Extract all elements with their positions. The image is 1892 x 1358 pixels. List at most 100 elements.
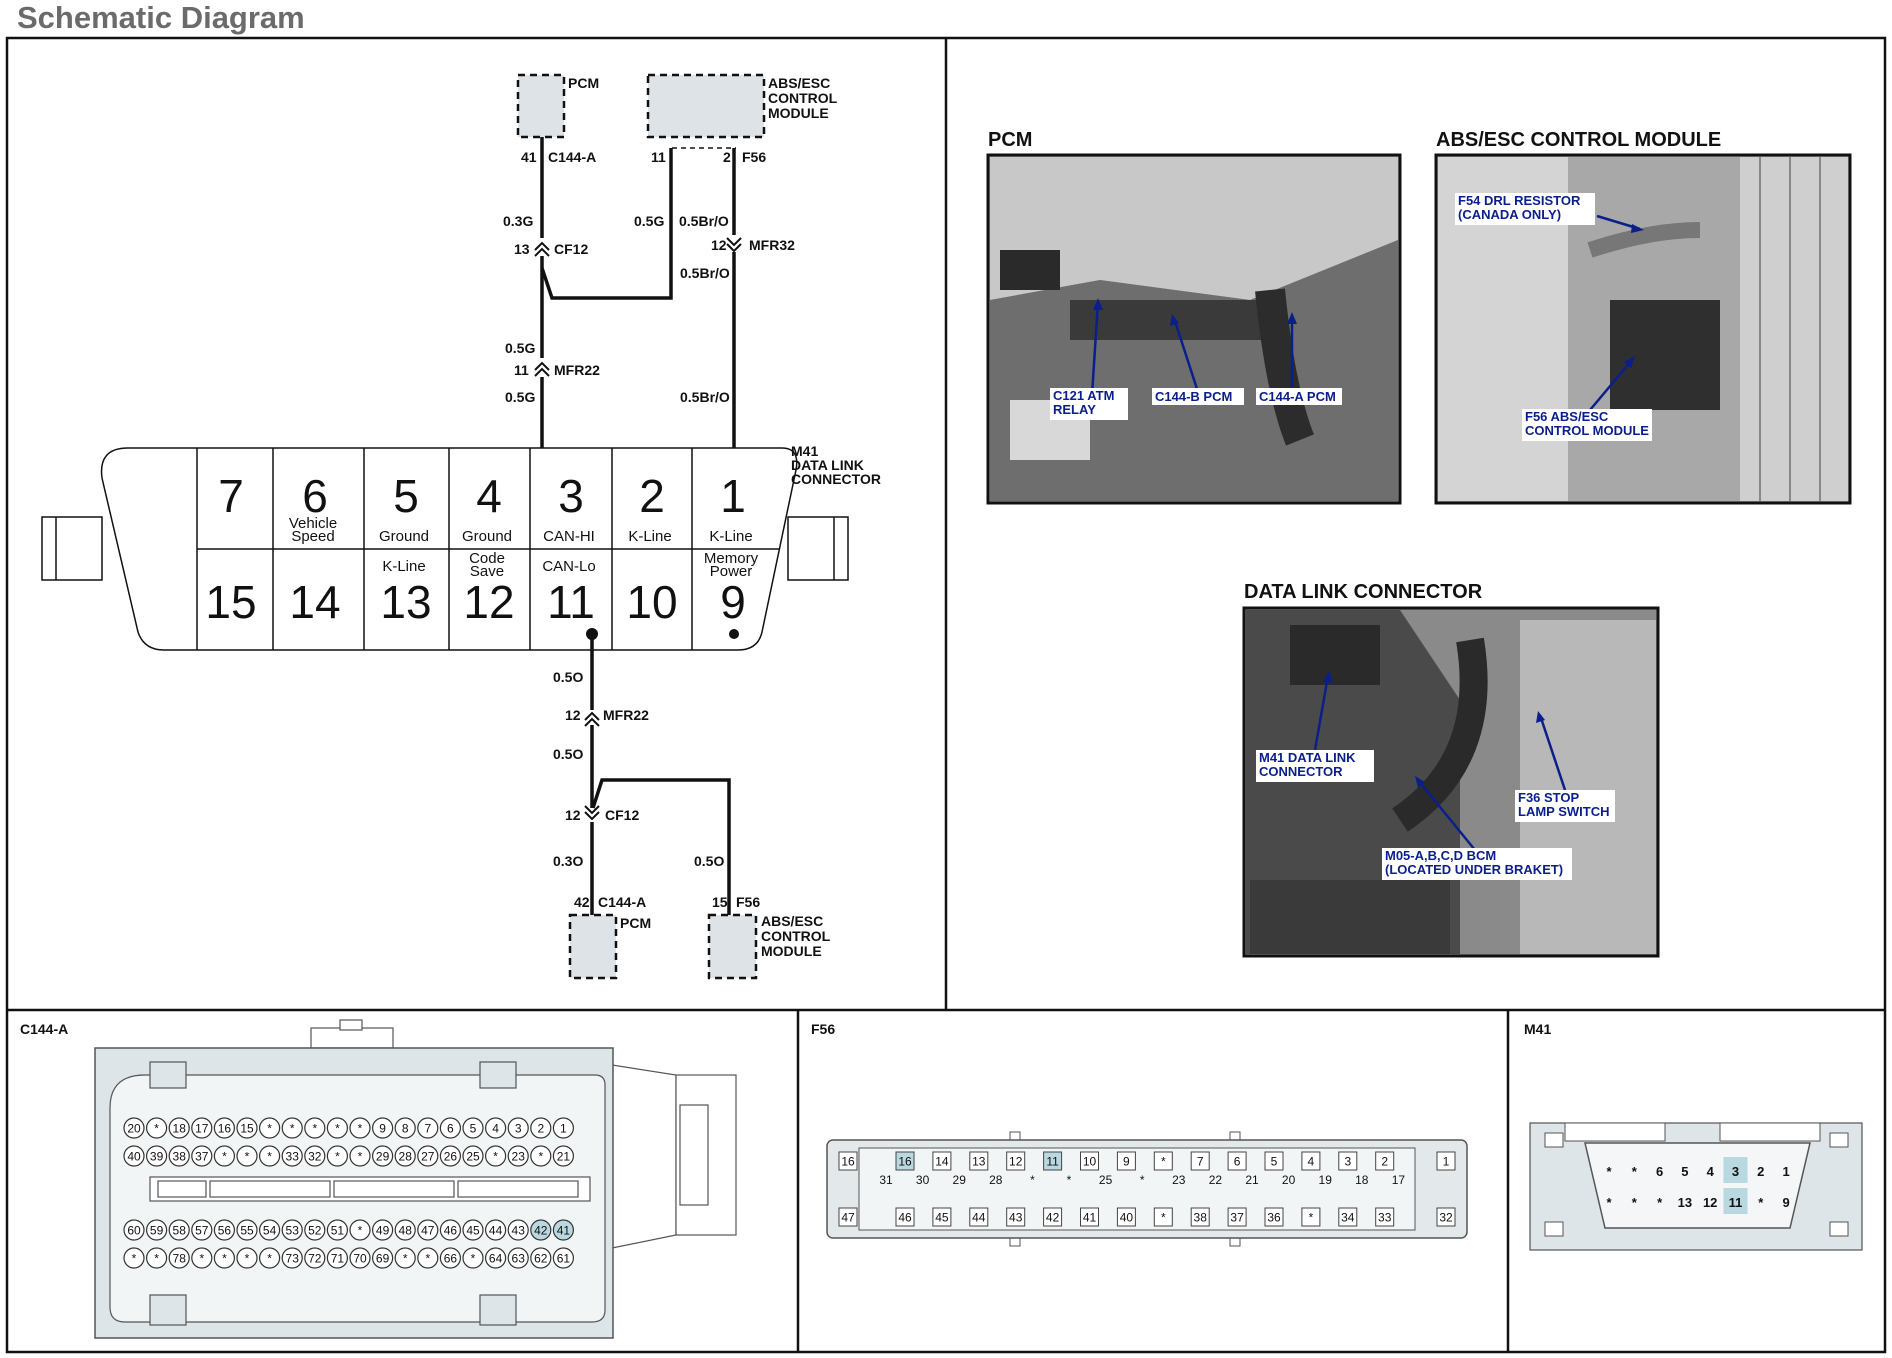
- c144a-pin: [304, 1247, 326, 1269]
- c144a-pin-label: 32: [308, 1150, 322, 1164]
- c144a-pin: [349, 1247, 371, 1269]
- c144a-pin: [507, 1219, 529, 1241]
- f56-pin: [1301, 1151, 1321, 1171]
- c144a-pin: [372, 1145, 394, 1167]
- c144a-pin: [281, 1145, 303, 1167]
- callout-m41-1: M41 DATA LINK: [1259, 750, 1356, 765]
- c144a-pin-label: 54: [263, 1224, 277, 1238]
- f56-pin-label: 41: [1083, 1211, 1097, 1225]
- f56-pin: [1338, 1207, 1358, 1227]
- c144a-pin: [507, 1145, 529, 1167]
- pcm-bottom-connector: C144-A: [598, 894, 646, 910]
- c144a-pin-label: 72: [308, 1252, 322, 1266]
- f56-pin-label: *: [1161, 1155, 1166, 1169]
- c144a-pin-label: *: [312, 1122, 317, 1136]
- c144a-pin-label: 28: [399, 1150, 413, 1164]
- dlc-pin-label: CAN-Lo: [542, 558, 595, 575]
- mfr32-name: MFR32: [749, 237, 795, 253]
- dlc-label-3: CONNECTOR: [791, 471, 881, 487]
- m41-pin-label: 11: [1729, 1195, 1743, 1210]
- c144a-pin: [552, 1145, 575, 1167]
- c144a-pin-label: *: [132, 1252, 137, 1266]
- c144a-pin-label: 49: [376, 1224, 390, 1238]
- wire-label: 0.5Br/O: [679, 213, 729, 229]
- abs-bottom-pin: 15: [712, 894, 728, 910]
- f56-pin: [932, 1207, 952, 1227]
- m41-pin-label: 4: [1707, 1164, 1715, 1179]
- f56-pin-label: 44: [972, 1211, 986, 1225]
- f56-pin: [969, 1151, 989, 1171]
- m41-pin-label: 9: [1782, 1195, 1789, 1210]
- abs-top-connector: F56: [742, 149, 766, 165]
- f56-pin-label: *: [1309, 1211, 1314, 1225]
- f56-pin-label: 7: [1197, 1155, 1204, 1169]
- c144a-pin-label: 61: [557, 1252, 571, 1266]
- f56-pin-label: 1: [1443, 1155, 1450, 1169]
- c144a-pin-label: *: [267, 1252, 272, 1266]
- c144a-pin: [462, 1117, 484, 1139]
- inline-connector-marks-bottom: [584, 711, 600, 821]
- c144a-pin: [281, 1247, 303, 1269]
- dlc-label-1: M41: [791, 443, 818, 459]
- c144a-pin: [462, 1145, 484, 1167]
- abs-top-pin-left: 11: [651, 149, 666, 165]
- m41-pin-label: *: [1606, 1195, 1612, 1210]
- f56-pin: [1375, 1207, 1395, 1227]
- f56-pin-label: 4: [1308, 1155, 1315, 1169]
- c144a-pin: [326, 1117, 348, 1139]
- c144a-pin-label: 41: [557, 1224, 571, 1238]
- c144a-pin: [236, 1145, 258, 1167]
- f56-pin-label: 20: [1282, 1173, 1296, 1187]
- m41-pin-label: 5: [1681, 1164, 1688, 1179]
- f56-pin: [1436, 1207, 1456, 1227]
- c144a-pin-label: 8: [402, 1122, 409, 1136]
- m41-title: M41: [1524, 1021, 1551, 1037]
- c144a-pin: [304, 1117, 326, 1139]
- c144a-pin-label: 7: [424, 1122, 431, 1136]
- c144a-pin-label: 6: [447, 1122, 454, 1136]
- c144a-pin: [326, 1247, 348, 1269]
- abs-bottom-label-1: ABS/ESC: [761, 913, 823, 929]
- c144a-pin: [326, 1145, 348, 1167]
- abs-bottom-connector: F56: [736, 894, 760, 910]
- c144a-pin-label: 63: [512, 1252, 526, 1266]
- c144a-pin-label: 23: [512, 1150, 526, 1164]
- f56-pin: [1116, 1207, 1136, 1227]
- f56-pin-label: *: [1067, 1173, 1072, 1187]
- dlc-pin-number: 5: [393, 470, 419, 522]
- dlc-pin-label: K-Line: [709, 528, 752, 545]
- dlc-pin-number: 9: [720, 576, 746, 628]
- c144a-pin-label: 59: [150, 1224, 164, 1238]
- c144a-pin: [552, 1247, 575, 1269]
- dlc-pin-label: Save: [470, 563, 504, 580]
- callout-f54-1: F54 DRL RESISTOR: [1458, 193, 1581, 208]
- c144a-pin-label: *: [358, 1150, 363, 1164]
- m41-pin-highlight: [1723, 1157, 1748, 1183]
- dlc-pin-label: Vehicle: [289, 515, 337, 532]
- c144a-pin-label: 64: [489, 1252, 503, 1266]
- c144a-pin-label: 33: [286, 1150, 300, 1164]
- c144a-pin: [394, 1219, 416, 1241]
- pcm-bottom-module: 42 C144-A PCM: [568, 894, 651, 980]
- m41-pin-label: *: [1632, 1195, 1638, 1210]
- c144a-pin-label: 69: [376, 1252, 390, 1266]
- c144a-pin: [304, 1145, 326, 1167]
- c144a-pin: [191, 1145, 213, 1167]
- abs-bottom-label-2: CONTROL: [761, 928, 831, 944]
- m41-pin-label: 1: [1782, 1164, 1789, 1179]
- c144a-pin: [417, 1247, 439, 1269]
- c144a-pin: [485, 1117, 507, 1139]
- dlc-pin-label: Ground: [379, 528, 429, 545]
- c144a-pin-label: 37: [195, 1150, 209, 1164]
- c144a-pin-label: 52: [308, 1224, 322, 1238]
- c144a-pin-label: *: [245, 1252, 250, 1266]
- c144a-pin: [372, 1247, 394, 1269]
- f56-pin-label: 33: [1378, 1211, 1392, 1225]
- c144a-pin-label: 20: [127, 1122, 141, 1136]
- c144a-pin: [281, 1219, 303, 1241]
- dlc-pin-number: 13: [380, 576, 431, 628]
- c144a-pin-label: *: [335, 1150, 340, 1164]
